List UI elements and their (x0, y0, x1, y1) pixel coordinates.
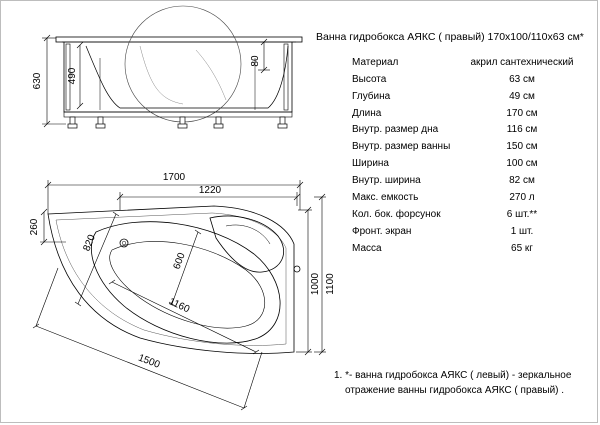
product-title: Ванна гидробокса АЯКС ( правый) 170х100/… (316, 31, 584, 43)
spec-name-nozzles: Кол. бок. форсунок (352, 209, 441, 220)
spec-value-inner-width: 82 см (509, 175, 535, 186)
spec-value-front-panel: 1 шт. (510, 226, 534, 237)
footnote-line-1: 1. *- ванна гидробокса АЯКС ( левый) - з… (334, 370, 572, 381)
dim-630: 630 (32, 72, 43, 89)
plan-view-bottom (109, 241, 266, 329)
spec-name-capacity: Макс. емкость (352, 192, 419, 203)
dim-1500: 1500 (137, 353, 162, 371)
side-view-basin (85, 45, 289, 109)
spec-value-nozzles: 6 шт.** (506, 209, 538, 220)
plan-view-dimensions (32, 180, 326, 411)
spec-name-bottom-size: Внутр. размер дна (352, 124, 439, 135)
dim-1000: 1000 (310, 272, 321, 295)
plan-view-basin (91, 221, 281, 344)
spec-name-material: Материал (352, 57, 399, 68)
spec-value-length: 170 см (506, 108, 538, 119)
dim-1700: 1700 (163, 172, 186, 183)
spec-name-width: Ширина (352, 158, 389, 169)
spec-name-depth: Глубина (352, 91, 391, 102)
plan-view-seat (209, 215, 284, 273)
spec-name-length: Длина (352, 108, 382, 119)
side-view (55, 5, 303, 123)
footnote-line-2: отражение ванны гидробокса АЯКС ( правый… (345, 385, 565, 396)
dim-1100: 1100 (325, 273, 336, 295)
side-view-glass-circle (124, 5, 242, 123)
dim-490: 490 (67, 67, 78, 84)
plan-view-drain (119, 238, 129, 248)
side-view-feet (67, 116, 288, 129)
spec-value-material: акрил сантехнический (470, 57, 574, 68)
side-view-dimensions (42, 34, 270, 128)
dim-1160: 1160 (167, 296, 192, 315)
spec-value-inner-size: 150 см (506, 141, 538, 152)
spec-value-width: 100 см (506, 158, 538, 169)
plan-view-nozzle (293, 265, 301, 273)
plan-view (47, 205, 301, 354)
plan-view-outer-shell (47, 205, 295, 354)
spec-name-inner-width: Внутр. ширина (352, 175, 421, 186)
spec-value-bottom-size: 116 см (506, 124, 538, 135)
spec-value-height: 63 см (509, 74, 535, 85)
spec-name-weight: Масса (352, 243, 382, 254)
spec-value-capacity: 270 л (509, 192, 535, 203)
dim-600: 600 (172, 251, 188, 271)
spec-value-depth: 49 см (509, 91, 535, 102)
dim-260: 260 (29, 218, 40, 235)
spec-value-weight: 65 кг (511, 243, 533, 254)
spec-name-front-panel: Фронт. экран (352, 226, 412, 237)
spec-name-inner-size: Внутр. размер ванны (352, 141, 451, 152)
dim-820: 820 (81, 233, 98, 253)
side-view-body (63, 42, 293, 113)
spec-name-height: Высота (352, 74, 387, 85)
dim-80: 80 (250, 55, 261, 67)
dim-1220: 1220 (199, 185, 222, 196)
